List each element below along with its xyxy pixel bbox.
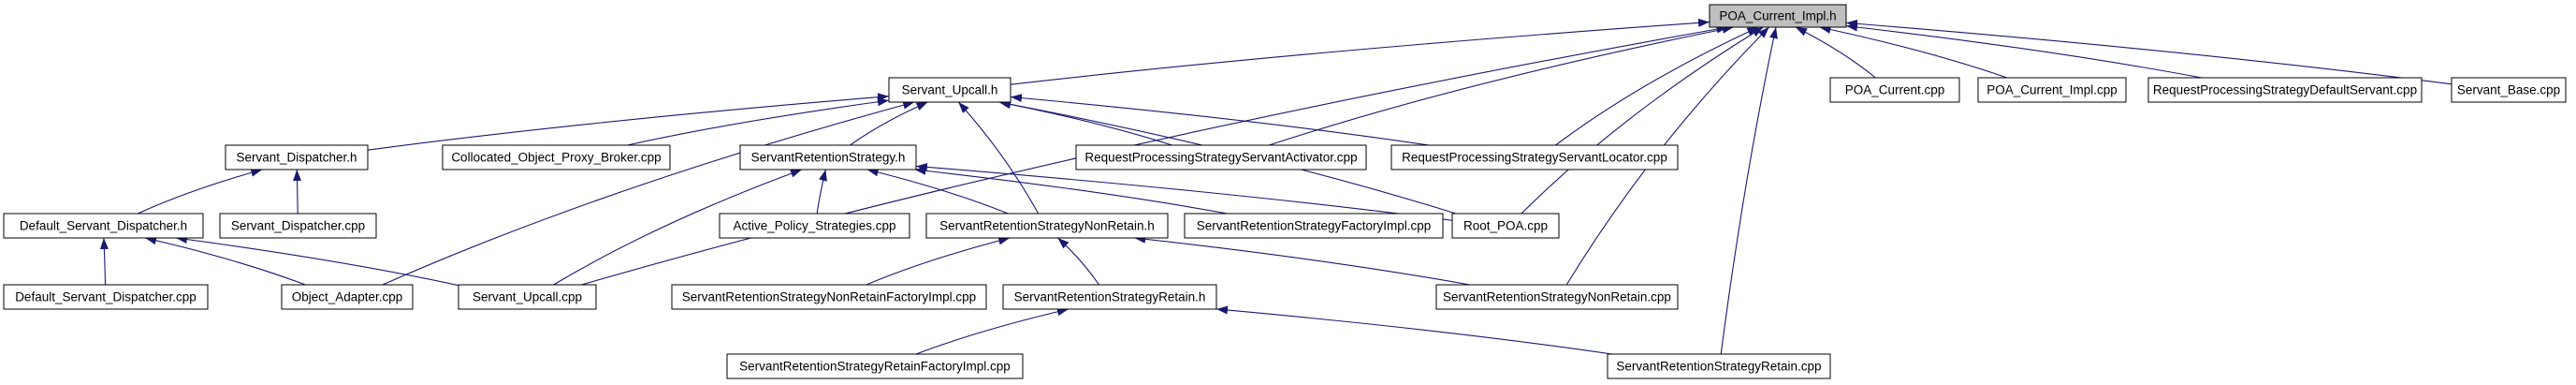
graph-edge-servant_upcall_h--poa_current_impl_h [1010,18,1710,85]
graph-node-box[interactable] [1002,284,1217,310]
graph-edge-default_servant_dispatcher_h--servant_dispatcher_h [138,168,263,215]
graph-node-rps_servant_activator_cpp[interactable]: RequestProcessingStrategyServantActivato… [1075,144,1367,170]
graph-node-box[interactable] [225,144,369,170]
graph-edge-default_servant_dispatcher_cpp--default_servant_dispatcher_h [99,237,109,286]
graph-node-srs_h[interactable]: ServantRetentionStrategy.h [739,144,917,170]
graph-node-srs_retain_cpp[interactable]: ServantRetentionStrategyRetain.cpp [1607,353,1831,379]
graph-node-box[interactable] [281,284,414,310]
graph-node-poa_current_impl_h[interactable]: POA_Current_Impl.h [1709,4,1847,28]
graph-edge-srs_retain_factory_impl_cpp--srs_retain_h [915,307,1070,355]
graph-node-box[interactable] [2451,77,2567,103]
graph-node-default_servant_dispatcher_cpp[interactable]: Default_Servant_Dispatcher.cpp [3,284,209,310]
graph-edge-root_poa_cpp--srs_h [915,162,1453,221]
graph-node-box-highlighted[interactable] [1709,4,1847,28]
graph-node-rps_default_servant_cpp[interactable]: RequestProcessingStrategyDefaultServant.… [2147,77,2423,103]
graph-edge-object_adapter_cpp--servant_upcall_h [382,100,915,286]
graph-edge-srs_nonretain_cpp--srs_nonretain_h [1134,234,1470,286]
graph-edge-srs_h--servant_upcall_h [850,101,928,146]
graph-edge-srs_nonretain_factory_impl_cpp--srs_nonretain_h [866,236,1011,286]
graph-node-collocated_obj_proxy_broker_cpp[interactable]: Collocated_Object_Proxy_Broker.cpp [442,144,671,170]
graph-node-box[interactable] [458,284,597,310]
graph-node-rps_servant_locator_cpp[interactable]: RequestProcessingStrategyServantLocator.… [1390,144,1679,170]
graph-node-default_servant_dispatcher_h[interactable]: Default_Servant_Dispatcher.h [3,213,204,239]
graph-edge-object_adapter_cpp--default_servant_dispatcher_h [144,236,306,286]
graph-edge-srs_retain_cpp--srs_retain_h [1215,305,1612,355]
graph-node-srs_nonretain_factory_impl_cpp[interactable]: ServantRetentionStrategyNonRetainFactory… [671,284,987,310]
graph-node-srs_retain_h[interactable]: ServantRetentionStrategyRetain.h [1002,284,1217,310]
graph-edge-rps_servant_activator_cpp--servant_upcall_h [998,99,1172,146]
graph-node-active_policy_strategies_cpp[interactable]: Active_Policy_Strategies.cpp [719,213,910,239]
graph-node-object_adapter_cpp[interactable]: Object_Adapter.cpp [281,284,414,310]
graph-node-box[interactable] [2147,77,2423,103]
graph-node-box[interactable] [726,353,1024,379]
graph-node-box[interactable] [1607,353,1831,379]
graph-edge-rps_default_servant_cpp--poa_current_impl_h [1845,22,2202,79]
graph-node-servant_dispatcher_h[interactable]: Servant_Dispatcher.h [225,144,369,170]
graph-node-servant_upcall_cpp[interactable]: Servant_Upcall.cpp [458,284,597,310]
graph-node-box[interactable] [442,144,671,170]
graph-edge-srs_factory_impl_cpp--srs_h [914,166,1228,215]
graph-node-srs_nonretain_h[interactable]: ServantRetentionStrategyNonRetain.h [925,213,1169,239]
graph-edge-srs_retain_h--srs_nonretain_h [1057,237,1099,286]
graph-edge-root_poa_cpp--poa_current_impl_h [1521,26,1764,215]
graph-edge-servant_dispatcher_h--servant_upcall_h [367,93,890,151]
graph-node-root_poa_cpp[interactable]: Root_POA.cpp [1451,213,1560,239]
graph-node-box[interactable] [925,213,1169,239]
graph-node-srs_retain_factory_impl_cpp[interactable]: ServantRetentionStrategyRetainFactoryImp… [726,353,1024,379]
graph-node-box[interactable] [1184,213,1444,239]
edges-layer [99,18,2452,355]
graph-node-box[interactable] [1977,77,2127,103]
graph-node-box[interactable] [719,213,910,239]
graph-edge-rps_servant_locator_cpp--servant_upcall_h [1010,94,1430,146]
graph-node-box[interactable] [3,213,204,239]
graph-node-servant_upcall_h[interactable]: Servant_Upcall.h [888,77,1011,103]
graph-edge-srs_retain_cpp--poa_current_impl_h [1720,26,1778,355]
graph-node-servant_dispatcher_cpp[interactable]: Servant_Dispatcher.cpp [219,213,377,239]
graph-node-srs_nonretain_cpp[interactable]: ServantRetentionStrategyNonRetain.cpp [1435,284,1679,310]
graph-edge-srs_nonretain_h--servant_upcall_h [957,101,1040,215]
graph-edge-poa_current_impl_cpp--poa_current_impl_h [1819,25,2007,79]
graph-node-box[interactable] [1075,144,1367,170]
graph-edge-poa_current_cpp--poa_current_impl_h [1795,26,1876,79]
graph-node-box[interactable] [1435,284,1679,310]
graph-edge-servant_dispatcher_cpp--servant_dispatcher_h [293,169,302,215]
graph-edge-rps_servant_locator_cpp--poa_current_impl_h [1555,26,1759,146]
graph-edge-active_policy_strategies_cpp--srs_h [816,169,827,215]
graph-node-box[interactable] [888,77,1011,103]
graph-edge-servant_base_cpp--poa_current_impl_h [1845,19,2452,85]
graph-node-box[interactable] [219,213,377,239]
graph-edge-collocated_obj_proxy_broker_cpp--servant_upcall_h [627,97,890,146]
graph-node-poa_current_impl_cpp[interactable]: POA_Current_Impl.cpp [1977,77,2127,103]
graph-node-box[interactable] [3,284,209,310]
graph-node-box[interactable] [1390,144,1679,170]
graph-edge-servant_upcall_cpp--srs_h [553,169,803,286]
graph-edge-servant_upcall_cpp--default_servant_dispatcher_h [175,235,459,287]
graph-node-poa_current_cpp[interactable]: POA_Current.cpp [1829,77,1960,103]
graph-edge-rps_servant_activator_cpp--poa_current_impl_h [1269,24,1734,146]
graph-node-srs_factory_impl_cpp[interactable]: ServantRetentionStrategyFactoryImpl.cpp [1184,213,1444,239]
graph-node-box[interactable] [671,284,987,310]
graph-node-box[interactable] [739,144,917,170]
graph-edge-srs_nonretain_h--srs_h [866,168,1009,215]
graph-node-servant_base_cpp[interactable]: Servant_Base.cpp [2451,77,2567,103]
graph-node-box[interactable] [1451,213,1560,239]
graph-node-box[interactable] [1829,77,1960,103]
